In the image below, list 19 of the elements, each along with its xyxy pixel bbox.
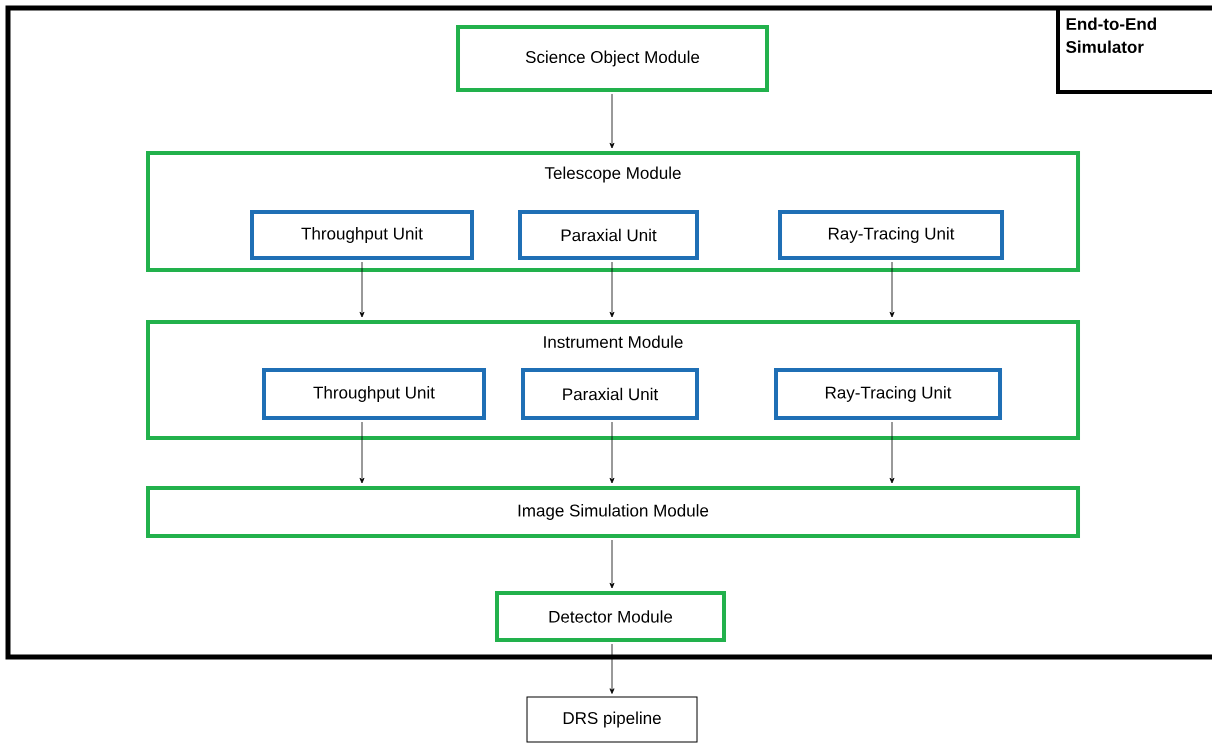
unit-box: Throughput Unit (262, 368, 486, 420)
unit-box: Throughput Unit (250, 210, 474, 260)
module-box: Detector Module (495, 591, 726, 642)
unit-box: Paraxial Unit (518, 210, 699, 260)
module-box: Science Object Module (456, 25, 769, 92)
arrow (609, 539, 615, 589)
unit-box: Paraxial Unit (521, 368, 699, 420)
arrow (609, 261, 615, 318)
unit-box: Ray-Tracing Unit (778, 210, 1004, 260)
process-box: DRS pipeline (526, 696, 698, 743)
arrow (359, 421, 365, 484)
module-box: Image Simulation Module (146, 486, 1080, 538)
arrow (889, 261, 895, 318)
arrow (609, 643, 615, 694)
arrow (609, 93, 615, 149)
arrow (889, 421, 895, 484)
unit-box: Ray-Tracing Unit (774, 368, 1002, 420)
arrow (359, 261, 365, 318)
arrow (609, 421, 615, 484)
